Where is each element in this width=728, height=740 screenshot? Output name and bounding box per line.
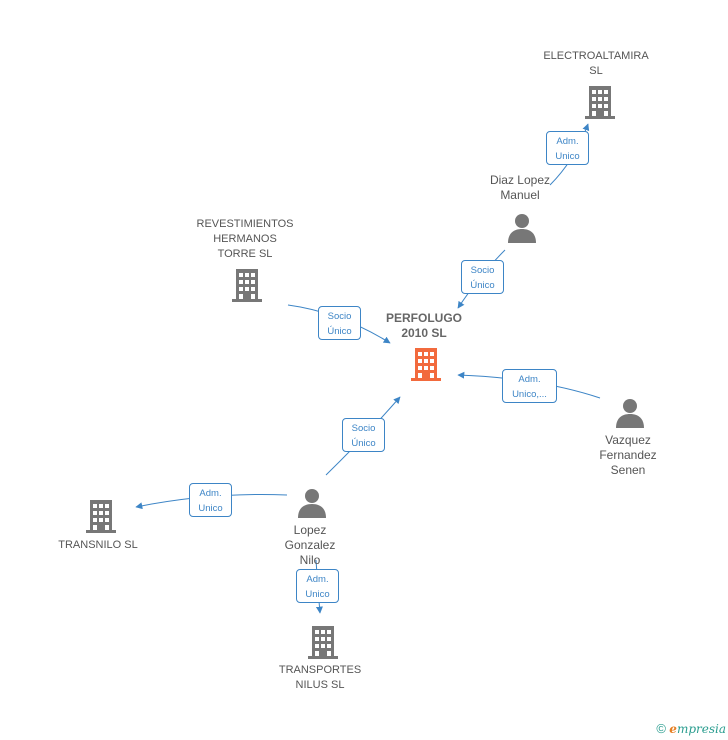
transnilo-building-icon[interactable] [86, 500, 116, 533]
transnilo-label[interactable]: TRANSNILO SL [58, 539, 138, 551]
electroaltamira-building-icon[interactable] [585, 86, 615, 119]
copyright-symbol: © [656, 721, 666, 736]
edge-label-diaz-perfolugo[interactable]: Socio Único [461, 260, 504, 294]
transportes-nilus-building-icon[interactable] [308, 626, 338, 659]
diaz-lopez-person-icon[interactable] [508, 214, 536, 243]
lopez-gonzalez-person-icon[interactable] [298, 489, 326, 518]
vazquez-label[interactable]: Vazquez Fernandez Senen [599, 433, 657, 477]
revestimientos-building-icon[interactable] [232, 269, 262, 302]
brand-name: empresia [669, 722, 726, 736]
edge-label-lopez-perfolugo[interactable]: Socio Único [342, 418, 385, 452]
perfolugo-label[interactable]: PERFOLUGO 2010 SL [385, 311, 462, 340]
transportes-nilus-label[interactable]: TRANSPORTES NILUS SL [278, 664, 362, 691]
edge-label-vazquez-perfolugo[interactable]: Adm. Unico,... [502, 369, 557, 403]
perfolugo-building-icon[interactable] [411, 348, 441, 381]
edge-label-lopez-transnilo[interactable]: Adm. Unico [189, 483, 232, 517]
revestimientos-label[interactable]: REVESTIMIENTOS HERMANOS TORRE SL [196, 218, 294, 260]
edge-label-lopez-transportes[interactable]: Adm. Unico [296, 569, 339, 603]
empresia-logo[interactable]: © empresia [656, 721, 726, 736]
vazquez-person-icon[interactable] [616, 399, 644, 428]
edge-label-diaz-electroaltamira[interactable]: Adm. Unico [546, 131, 589, 165]
diaz-lopez-label[interactable]: Diaz Lopez Manuel [489, 173, 551, 202]
lopez-gonzalez-label[interactable]: Lopez Gonzalez Nilo [284, 523, 336, 567]
electroaltamira-label[interactable]: ELECTROALTAMIRA SL [543, 50, 649, 77]
edge-label-revestimientos-perfolugo[interactable]: Socio Único [318, 306, 361, 340]
